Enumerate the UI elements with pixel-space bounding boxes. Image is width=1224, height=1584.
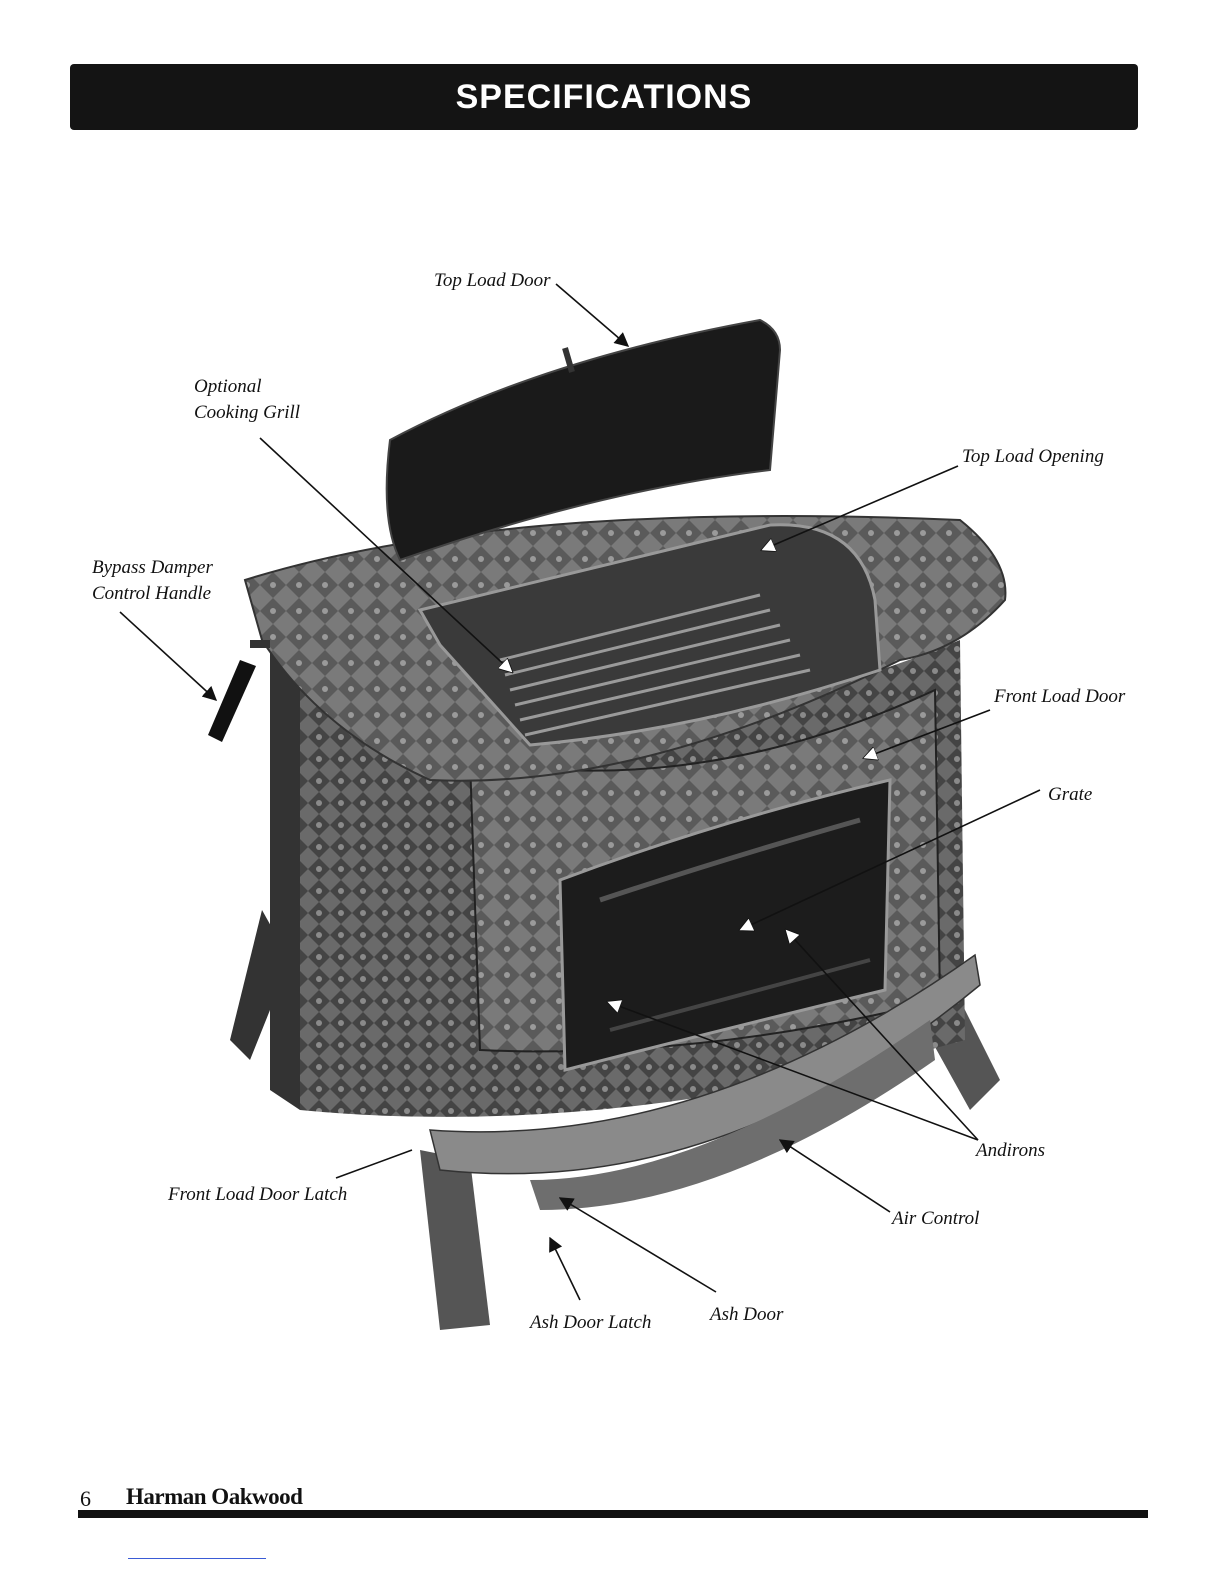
footer-title: Harman Oakwood [126, 1484, 302, 1510]
footer-link-underline [128, 1558, 266, 1559]
label-line: Control Handle [92, 581, 213, 607]
label-andirons: Andirons [976, 1138, 1045, 1164]
label-grate: Grate [1048, 782, 1092, 808]
label-line: Cooking Grill [194, 400, 300, 426]
label-optional-cooking-grill: Optional Cooking Grill [194, 374, 300, 426]
label-line: Bypass Damper [92, 555, 213, 581]
page-number: 6 [80, 1486, 91, 1512]
label-front-load-door: Front Load Door [994, 684, 1125, 710]
label-front-load-door-latch: Front Load Door Latch [168, 1182, 347, 1208]
label-line: Optional [194, 374, 300, 400]
label-bypass-damper-control-handle: Bypass Damper Control Handle [92, 555, 213, 607]
label-ash-door-latch: Ash Door Latch [530, 1310, 651, 1336]
label-top-load-opening: Top Load Opening [962, 444, 1104, 470]
bypass-damper-handle [208, 640, 270, 742]
footer-rule [78, 1510, 1148, 1518]
label-ash-door: Ash Door [710, 1302, 783, 1328]
label-air-control: Air Control [892, 1206, 979, 1232]
label-top-load-door: Top Load Door [434, 268, 551, 294]
